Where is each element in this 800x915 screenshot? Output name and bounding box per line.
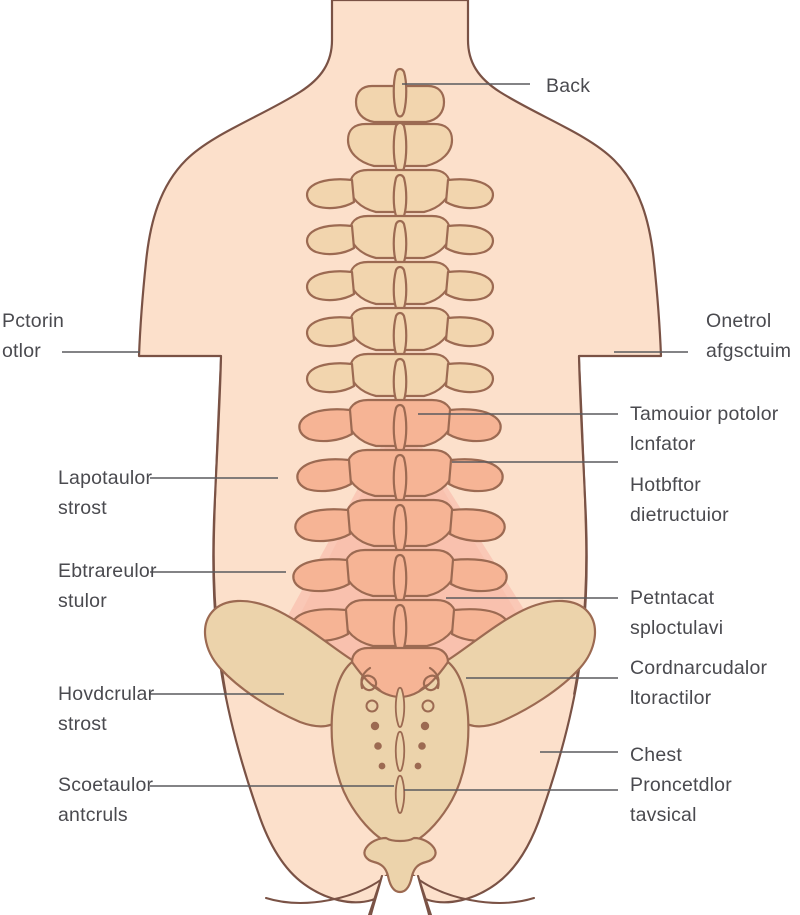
- label-ebtrareulor-stulor: Ebtrareulor stulor: [58, 560, 157, 612]
- vertebra-l2: [296, 448, 504, 504]
- gluteal-region: [265, 837, 535, 915]
- vertebra-t6-transverse-right: [444, 316, 494, 348]
- vertebra-l3: [294, 498, 506, 554]
- vertebra-l1: [298, 398, 502, 454]
- vertebra-t3-transverse-left: [306, 178, 356, 210]
- sacral-crest-slit-3: [394, 774, 406, 814]
- vertebra-l4: [292, 548, 508, 604]
- vertebra-l2-transverse-left: [296, 458, 353, 493]
- label-hovdcrular-strost: Hovdcrular strost: [58, 683, 155, 735]
- label-hotbftor-dietructuior: Hotbftor dietructuior: [630, 474, 729, 526]
- sacral-foramen-left-3: [374, 742, 382, 750]
- vertebra-l5-spinous-process: [392, 603, 408, 654]
- vertebra-t5-transverse-left: [306, 270, 356, 302]
- vertebra-l1-transverse-left: [298, 408, 354, 443]
- label-tamouior-potolor-lcnfator: Tamouior potolor lcnfator: [630, 403, 779, 455]
- vertebra-t7: [306, 352, 494, 406]
- sacral-foramen-left-4: [378, 762, 386, 770]
- sacroiliac-hook-left: [360, 666, 378, 692]
- vertebra-t6-transverse-left: [306, 316, 356, 348]
- lumbar-spine: [290, 398, 510, 707]
- vertebra-t5-spinous-process: [392, 265, 408, 314]
- vertebra-l3-spinous-process: [392, 503, 408, 554]
- label-proncetdlor-tavsical: Proncetdlor tavsical: [630, 774, 732, 826]
- sacral-foramen-right-2: [420, 721, 430, 731]
- gluteal-inner-right-edge: [417, 875, 430, 915]
- vertebra-t7-transverse-left: [306, 362, 356, 394]
- vertebra-t5-transverse-right: [444, 270, 494, 302]
- vertebra-t1: [354, 67, 446, 124]
- vertebra-t6-spinous-process: [392, 311, 408, 360]
- label-onetrol-afgsctuim: Onetrol afgsctuim: [706, 310, 792, 362]
- thoracic-spine: [306, 67, 494, 406]
- vertebra-t2-spinous-process: [392, 121, 408, 174]
- vertebra-l3-transverse-left: [294, 508, 352, 543]
- vertebra-l4-transverse-right: [449, 558, 508, 593]
- vertebra-l1-spinous-process: [392, 403, 408, 454]
- sacral-crest-marks: [394, 686, 406, 814]
- vertebra-l4-spinous-process: [392, 553, 408, 604]
- label-lapotaulor-strest: Lapotaulor strost: [58, 467, 153, 519]
- sacral-foramen-right-4: [414, 762, 422, 770]
- label-back: Back: [546, 75, 591, 97]
- vertebra-t4-spinous-process: [392, 219, 408, 268]
- vertebra-l4-transverse-left: [292, 558, 351, 593]
- vertebra-t4-transverse-right: [444, 224, 494, 256]
- sacroiliac-hook-right: [422, 666, 440, 692]
- vertebra-l2-spinous-process: [392, 453, 408, 504]
- vertebra-t2: [346, 121, 454, 174]
- vertebra-l1-transverse-right: [446, 408, 502, 443]
- vertebra-l2-transverse-right: [447, 458, 504, 493]
- sacral-foramen-left-2: [370, 721, 380, 731]
- label-petntacat-sploctulavi: Petntacat sploctulavi: [630, 587, 724, 639]
- sacroiliac-joint-marks: [360, 666, 440, 692]
- vertebra-t6: [306, 306, 494, 360]
- sacral-foramen-right-3: [418, 742, 426, 750]
- gluteal-inner-left-edge: [370, 875, 383, 915]
- vertebra-l3-transverse-right: [448, 508, 506, 543]
- leader-lines: [62, 83, 688, 791]
- pelvis: [204, 599, 596, 894]
- vertebra-t3-spinous-process: [392, 173, 408, 222]
- sacral-crest-slit-2: [394, 730, 406, 772]
- vertebra-t5: [306, 260, 494, 314]
- gluteal-inner-gap: [371, 876, 429, 915]
- coccyx: [363, 836, 437, 894]
- label-cordnarcudalor-ltoractilor: Cordnarcudalor ltoractilor: [630, 657, 768, 709]
- vertebra-t3: [306, 168, 494, 222]
- vertebra-t1-spinous-process: [392, 67, 408, 118]
- vertebra-t4-transverse-left: [306, 224, 356, 256]
- vertebra-t3-transverse-right: [444, 178, 494, 210]
- sacral-foramina: [365, 699, 435, 770]
- vertebra-t7-transverse-right: [444, 362, 494, 394]
- sacral-crest-slit-1: [394, 686, 406, 728]
- vertebra-t7-spinous-process: [392, 357, 408, 406]
- label-scoetaulor-antcruls: Scoetaulor antcruls: [58, 774, 154, 826]
- sacral-foramen-right-1: [421, 699, 435, 713]
- label-chest: Chest: [630, 744, 682, 766]
- sacral-foramen-left-1: [365, 699, 379, 713]
- label-pctorin-otlor: Pctorin otlor: [2, 310, 65, 362]
